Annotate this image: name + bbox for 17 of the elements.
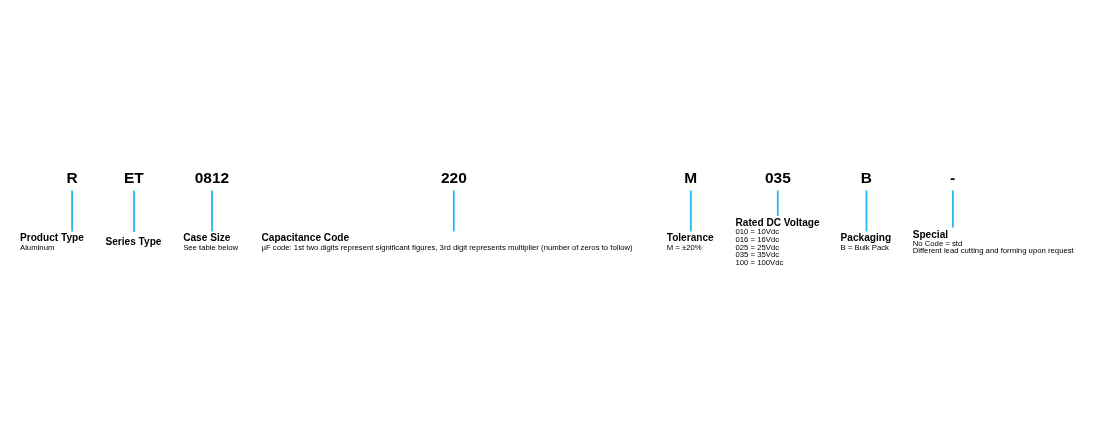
connector	[71, 189, 73, 232]
node-text: Series Type	[105, 235, 162, 247]
node-text: R	[66, 168, 78, 186]
connector	[211, 189, 213, 232]
node-text: 035	[764, 168, 791, 186]
connector	[452, 189, 455, 232]
node-text: 0812	[194, 168, 230, 186]
connector	[865, 189, 868, 232]
node-text: -	[949, 168, 956, 186]
connector	[689, 189, 692, 232]
connector	[776, 189, 779, 217]
node-text: ET	[123, 168, 144, 186]
node-text: B	[860, 168, 873, 186]
connector	[951, 189, 954, 228]
connector	[133, 189, 135, 233]
node-text: M	[684, 168, 698, 186]
node-text: 220	[441, 168, 467, 186]
